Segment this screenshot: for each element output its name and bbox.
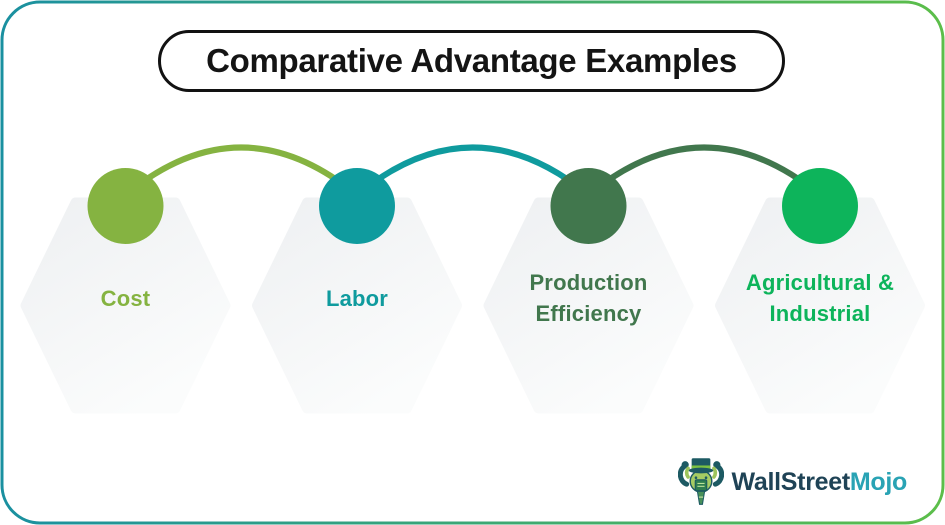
node-circle-agricultural-industrial: [782, 168, 858, 244]
connector-arc-2: [354, 144, 592, 198]
hexagon-shape-agricultural-industrial: [715, 197, 925, 414]
brand-logo: WallStreetMojo: [677, 455, 908, 509]
node-label-cost: Cost: [100, 285, 151, 311]
node-circle-production-efficiency: [550, 168, 627, 244]
node-label-labor: Labor: [325, 285, 389, 311]
brand-wordmark-secondary: Mojo: [849, 467, 907, 496]
wallstreetmojo-bull-mascot-icon: [677, 458, 724, 505]
connector-arc-3: [585, 144, 823, 198]
brand-wordmark: WallStreetMojo: [731, 467, 908, 497]
connector-arc-1: [122, 144, 360, 198]
title-pill: Comparative Advantage Examples: [158, 30, 785, 92]
page-title: Comparative Advantage Examples: [206, 42, 737, 79]
brand-wordmark-primary: WallStreet: [731, 467, 851, 496]
hexagon-shape-labor: [252, 197, 462, 414]
node-label-production-efficiency: Production Efficiency: [529, 270, 648, 326]
hexagon-shape-production-efficiency: [483, 197, 694, 414]
hexagon-shape-cost: [20, 197, 231, 414]
node-circle-cost: [87, 168, 164, 244]
node-circle-labor: [319, 168, 395, 244]
node-label-agricultural-industrial: Agricultural & Industrial: [745, 270, 895, 326]
